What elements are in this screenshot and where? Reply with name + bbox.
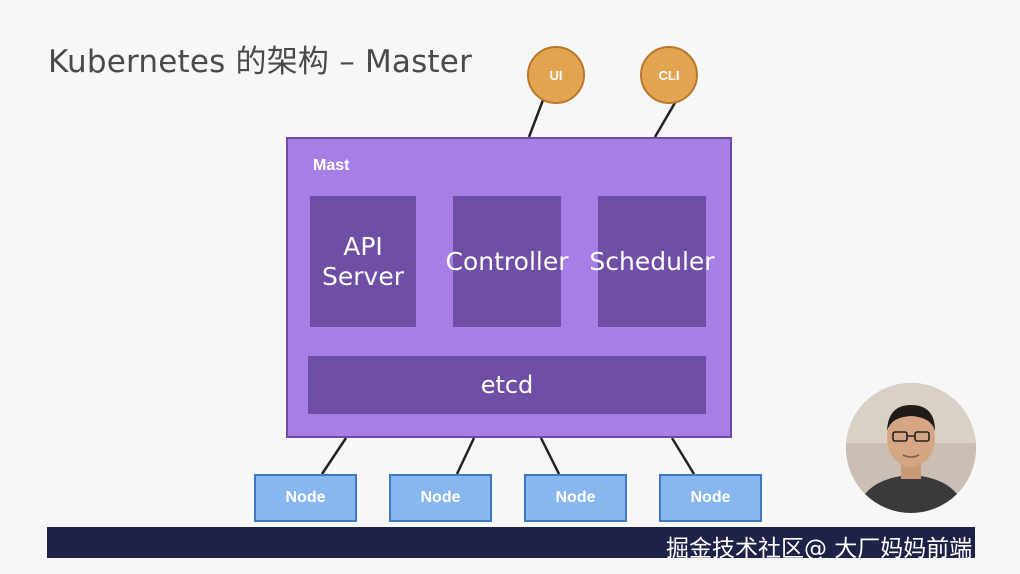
master-box: Mast API Server Controller Scheduler etc… <box>286 137 732 438</box>
node-label-2: Node <box>420 489 461 506</box>
slide-title: Kubernetes 的架构 – Master <box>48 44 473 80</box>
connector-ui-master <box>527 99 545 138</box>
client-cli: CLI <box>640 46 698 104</box>
client-cli-label: CLI <box>658 67 680 83</box>
client-ui: UI <box>527 46 585 104</box>
component-api-server-label: API Server <box>322 231 404 291</box>
client-ui-label: UI <box>549 67 563 83</box>
component-etcd: etcd <box>308 356 706 414</box>
component-controller-label: Controller <box>445 246 569 276</box>
node-label-3: Node <box>555 489 596 506</box>
node-box-3: Node <box>524 474 627 522</box>
component-controller: Controller <box>446 196 569 327</box>
watermark-text: 掘金技术社区@ 大厂妈妈前端 <box>666 536 973 562</box>
bottom-bar <box>47 527 975 558</box>
node-label-1: Node <box>285 489 326 506</box>
connector-master-node-1 <box>320 437 348 475</box>
node-box-2: Node <box>389 474 492 522</box>
node-box-1: Node <box>254 474 357 522</box>
node-box-4: Node <box>659 474 762 522</box>
component-etcd-label: etcd <box>480 371 534 399</box>
connector-master-node-4 <box>670 437 696 475</box>
component-scheduler-label: Scheduler <box>589 246 715 276</box>
presenter-avatar <box>846 383 976 513</box>
component-scheduler: Scheduler <box>589 196 715 327</box>
connector-master-node-3 <box>539 437 561 475</box>
node-label-4: Node <box>690 489 731 506</box>
connector-cli-master <box>653 100 678 138</box>
connector-master-node-2 <box>455 437 476 475</box>
component-api-server: API Server <box>310 196 416 327</box>
presenter-avatar-icon <box>846 383 976 513</box>
master-label: Mast <box>313 157 350 174</box>
